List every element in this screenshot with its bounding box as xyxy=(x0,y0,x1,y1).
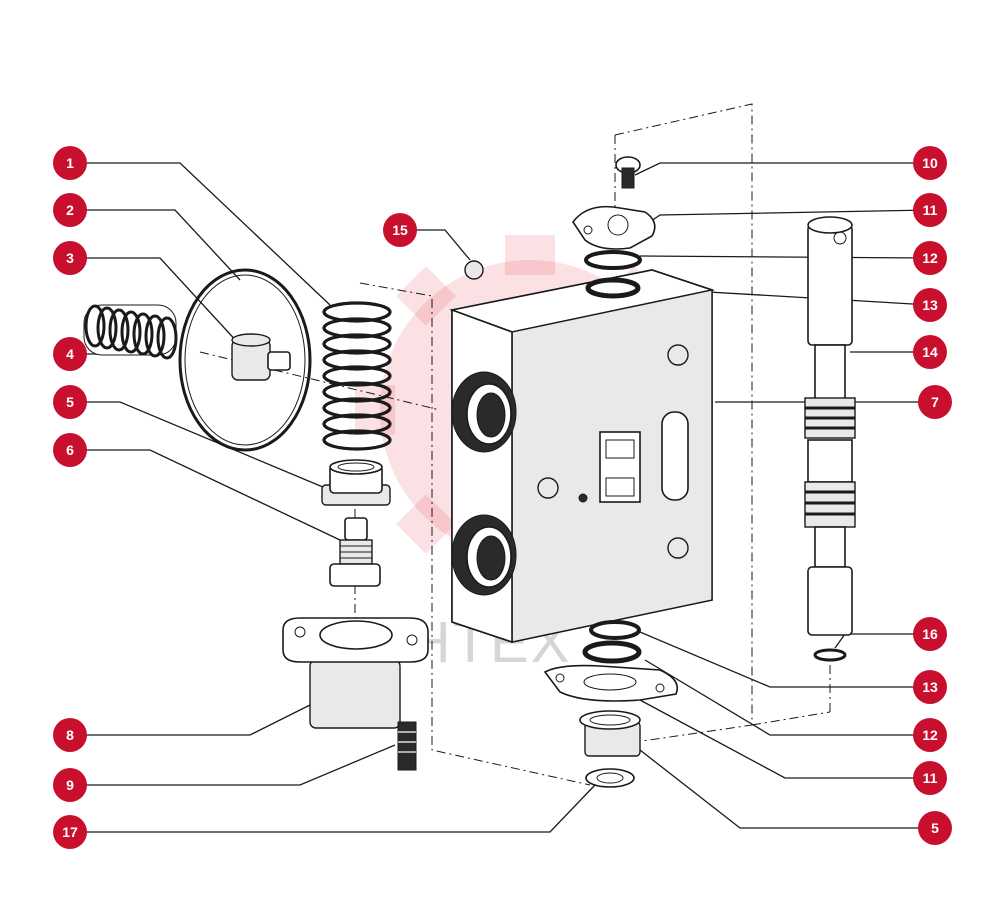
svg-text:2: 2 xyxy=(66,202,74,218)
svg-text:8: 8 xyxy=(66,727,74,743)
svg-text:9: 9 xyxy=(66,777,74,793)
callout-8: 8 xyxy=(53,718,87,752)
svg-text:13: 13 xyxy=(922,297,938,313)
svg-text:13: 13 xyxy=(922,679,938,695)
svg-text:1: 1 xyxy=(66,155,74,171)
callout-10: 10 xyxy=(913,146,947,180)
callout-12-bottom: 12 xyxy=(913,718,947,752)
small-spring xyxy=(83,304,178,360)
bottom-gasket-plate xyxy=(543,664,679,702)
port-lower xyxy=(451,514,517,596)
spring-seat-left xyxy=(321,459,391,506)
top-screw xyxy=(615,156,641,189)
callout-13-bottom: 13 xyxy=(913,670,947,704)
plug-ball xyxy=(464,260,484,280)
svg-text:3: 3 xyxy=(66,250,74,266)
callout-4: 4 xyxy=(53,337,87,371)
callout-14: 14 xyxy=(913,335,947,369)
port-upper xyxy=(451,371,517,453)
svg-text:10: 10 xyxy=(922,155,938,171)
svg-text:17: 17 xyxy=(62,824,78,840)
spool-circlip xyxy=(813,648,847,662)
flanged-cover xyxy=(282,617,429,729)
set-screw xyxy=(397,721,417,771)
callout-3: 3 xyxy=(53,241,87,275)
callout-1: 1 xyxy=(53,146,87,180)
adjusting-screw xyxy=(329,517,381,587)
svg-text:14: 14 xyxy=(922,344,938,360)
callout-17: 17 xyxy=(53,815,87,849)
svg-text:15: 15 xyxy=(392,222,408,238)
svg-text:16: 16 xyxy=(922,626,938,642)
svg-text:4: 4 xyxy=(66,346,74,362)
callout-6: 6 xyxy=(53,433,87,467)
piston xyxy=(231,333,291,381)
valve-body xyxy=(449,269,716,644)
callout-13-top: 13 xyxy=(913,288,947,322)
callout-11-top: 11 xyxy=(913,193,947,227)
svg-text:12: 12 xyxy=(922,727,938,743)
svg-text:5: 5 xyxy=(931,820,939,836)
top-seal-ring xyxy=(585,277,641,299)
callout-11-bottom: 11 xyxy=(913,761,947,795)
svg-text:5: 5 xyxy=(66,394,74,410)
top-o-ring xyxy=(584,250,642,270)
o-ring-large xyxy=(178,268,312,452)
svg-text:6: 6 xyxy=(66,442,74,458)
callout-9: 9 xyxy=(53,768,87,802)
callout-15: 15 xyxy=(383,213,417,247)
spring-seat-right xyxy=(579,710,641,757)
large-spring xyxy=(322,301,392,451)
svg-text:11: 11 xyxy=(923,770,938,786)
callout-12-top: 12 xyxy=(913,241,947,275)
bottom-washer xyxy=(585,768,635,788)
bottom-seal-ring xyxy=(589,620,641,640)
callout-5-right: 5 xyxy=(918,811,952,845)
callout-7: 7 xyxy=(918,385,952,419)
spool xyxy=(804,216,856,636)
svg-text:12: 12 xyxy=(922,250,938,266)
callout-16: 16 xyxy=(913,617,947,651)
bottom-o-ring xyxy=(582,640,642,664)
callouts: 1 2 3 4 5 6 8 9 17 15 10 11 12 13 14 7 1… xyxy=(53,146,952,849)
svg-text:7: 7 xyxy=(931,394,939,410)
callout-5-left: 5 xyxy=(53,385,87,419)
callout-2: 2 xyxy=(53,193,87,227)
svg-text:11: 11 xyxy=(923,202,938,218)
top-gasket-plate xyxy=(572,205,656,250)
